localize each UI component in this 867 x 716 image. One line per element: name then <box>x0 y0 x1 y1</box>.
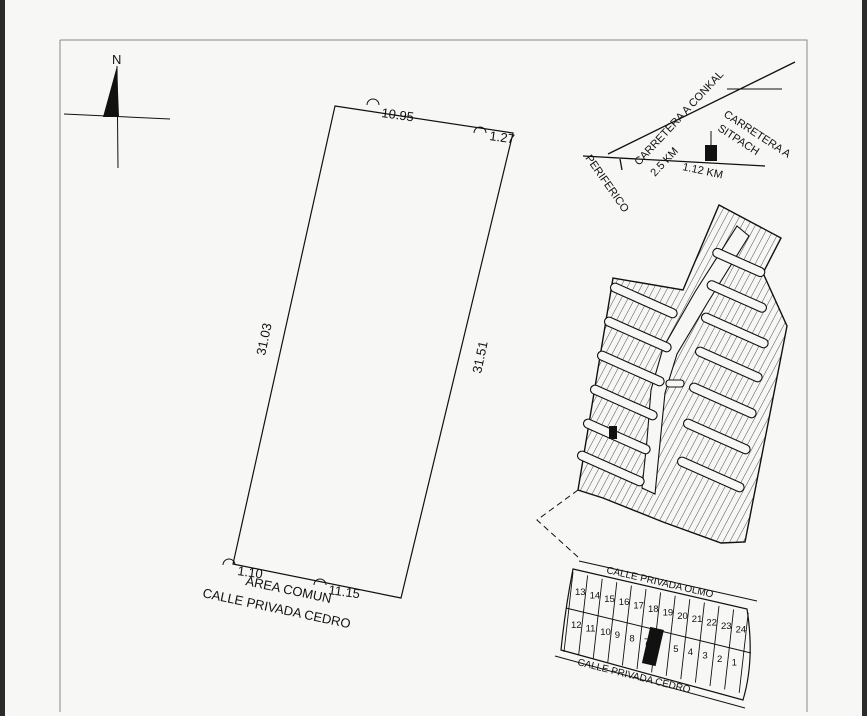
highlighted-lot <box>641 626 664 667</box>
lot-divider <box>680 599 691 680</box>
subdivision-map <box>576 204 788 544</box>
dim-right-side: 31.51 <box>469 340 490 375</box>
lot-divider <box>724 609 735 690</box>
lot-number: 10 <box>600 627 611 638</box>
lot-divider <box>636 588 647 670</box>
dim-top-right-corner: 1.27 <box>489 128 516 146</box>
street-e-6 <box>682 418 751 455</box>
lot-number: 19 <box>663 607 674 618</box>
lot-divider <box>592 578 603 659</box>
street-w-3 <box>596 350 665 387</box>
roundabout <box>665 379 685 388</box>
lot-dimensions: 10.95 1.27 31.03 31.51 1.10 11.15 <box>222 98 516 601</box>
lot-number: 20 <box>677 611 688 622</box>
street-e-1 <box>712 247 766 278</box>
lot-divider <box>738 612 749 693</box>
plan-sheet: N 10.95 1.27 31.03 31.51 1.10 11.15 AREA… <box>5 0 862 716</box>
dim-top: 10.95 <box>381 105 415 124</box>
dim-bottom-left-corner: 1.10 <box>237 563 264 581</box>
lot-number: 5 <box>673 644 678 655</box>
lot-divider <box>665 595 676 676</box>
site-plan-drawing: N 10.95 1.27 31.03 31.51 1.10 11.15 AREA… <box>59 39 808 712</box>
lot-number: 12 <box>571 620 582 631</box>
lot-divider <box>621 585 632 666</box>
street-e-3 <box>700 312 769 349</box>
lot-number: 9 <box>615 630 620 641</box>
north-arrow-icon: N <box>63 52 171 169</box>
lot-number: 8 <box>629 634 634 645</box>
lot-number: 4 <box>688 647 693 658</box>
lot-number: 11 <box>586 623 596 634</box>
street-e-4 <box>694 346 763 383</box>
lot-number: 21 <box>692 614 703 625</box>
street-olmo-edge <box>578 560 758 602</box>
street-w-4 <box>589 384 658 421</box>
distance-sitpach: 1.12 KM <box>681 161 724 181</box>
lot-number: 15 <box>604 594 615 605</box>
lot-divider <box>563 571 574 653</box>
sheet-frame <box>59 39 808 712</box>
lot-divider <box>709 605 720 687</box>
lot-number: 16 <box>619 597 630 608</box>
lot-number: 23 <box>721 621 732 632</box>
lot-divider <box>607 582 618 663</box>
lot-number: 2 <box>717 654 722 665</box>
site-marker <box>705 145 717 161</box>
lot-number: 14 <box>590 590 601 601</box>
street-cedro-edge <box>554 655 746 709</box>
lot-number: 1 <box>732 657 737 668</box>
dim-left-side: 31.03 <box>253 322 274 357</box>
street-e-7 <box>676 456 745 493</box>
dim-bottom: 11.15 <box>328 582 361 601</box>
north-label: N <box>112 52 121 67</box>
lot-number: 3 <box>702 651 707 662</box>
lot-divider <box>578 575 589 656</box>
lot-number: 18 <box>648 604 659 615</box>
lot-number: 7 <box>644 637 649 648</box>
periferico-label: PERIFERICO <box>583 153 632 215</box>
street-e-5 <box>688 382 757 419</box>
site-lot-marker <box>609 426 617 439</box>
lot-outline <box>232 105 514 599</box>
lot-divider <box>694 602 705 683</box>
lot-number: 13 <box>575 587 586 598</box>
street-w-1 <box>609 282 678 319</box>
street-e-2 <box>706 280 767 313</box>
detail-leader-line <box>536 489 580 559</box>
location-sketch: CARRETERA A CONKAL CARRETERA A SITPACH P… <box>583 61 796 215</box>
lot-number: 17 <box>633 601 644 612</box>
street-w-2 <box>603 316 672 353</box>
street-w-6 <box>576 450 645 487</box>
lot-number: 24 <box>736 624 747 635</box>
lot-number: 22 <box>706 618 717 629</box>
lot-dividers <box>563 571 749 693</box>
